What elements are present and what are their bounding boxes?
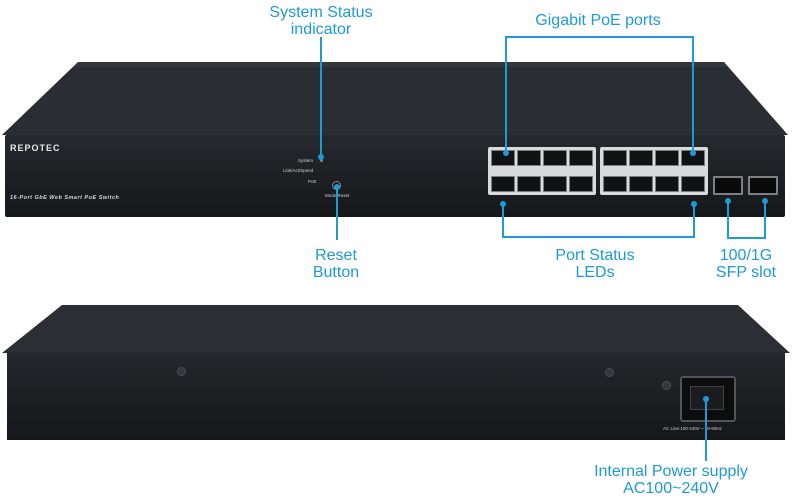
callout-line bbox=[727, 237, 766, 239]
screw-icon bbox=[177, 367, 186, 376]
callout-system-status: System Status indicator bbox=[269, 4, 373, 38]
callout-line bbox=[705, 398, 707, 461]
rear-chassis-top bbox=[2, 305, 790, 353]
callout-line bbox=[502, 203, 504, 238]
callout-dot bbox=[725, 198, 731, 204]
sfp-slot[interactable] bbox=[713, 176, 743, 195]
callout-dot bbox=[334, 184, 340, 190]
screw-icon bbox=[662, 381, 671, 390]
rj45-port[interactable] bbox=[517, 176, 541, 192]
callout-dot bbox=[703, 396, 709, 402]
model-label: 16-Port GbE Web Smart PoE Switch bbox=[10, 195, 120, 201]
callout-dot bbox=[762, 198, 768, 204]
rj45-port[interactable] bbox=[543, 176, 567, 192]
callout-power-supply: Internal Power supply AC100~240V bbox=[594, 463, 748, 497]
callout-dot bbox=[318, 154, 324, 160]
brand-logo: REPOTEC bbox=[10, 143, 61, 153]
rj45-port[interactable] bbox=[655, 150, 679, 166]
rj45-port[interactable] bbox=[603, 150, 627, 166]
rj45-port[interactable] bbox=[629, 150, 653, 166]
rj45-port[interactable] bbox=[517, 150, 541, 166]
callout-dot bbox=[691, 201, 697, 207]
screw-icon bbox=[605, 368, 614, 377]
callout-port-status: Port Status LEDs bbox=[555, 247, 635, 281]
callout-line bbox=[502, 236, 695, 238]
callout-line bbox=[692, 36, 694, 153]
rj45-port[interactable] bbox=[543, 150, 567, 166]
front-chassis-top bbox=[2, 62, 788, 135]
callout-reset-button: Reset Button bbox=[312, 247, 360, 281]
rj45-port[interactable] bbox=[491, 176, 515, 192]
link-led-label: Link/Act/Speed bbox=[283, 168, 314, 173]
callout-line bbox=[505, 36, 694, 38]
callout-line bbox=[764, 200, 766, 239]
rj45-port[interactable] bbox=[569, 176, 593, 192]
rj45-port[interactable] bbox=[629, 176, 653, 192]
callout-dot bbox=[503, 150, 509, 156]
callout-dot bbox=[500, 201, 506, 207]
system-led bbox=[320, 159, 323, 162]
callout-sfp-slot: 100/1G SFP slot bbox=[715, 247, 777, 281]
rj45-port[interactable] bbox=[569, 150, 593, 166]
callout-line bbox=[727, 200, 729, 239]
callout-line bbox=[693, 203, 695, 238]
poe-led-label: PoE bbox=[308, 179, 317, 184]
callout-line bbox=[320, 37, 322, 156]
system-led-label: System bbox=[298, 158, 314, 163]
sfp-slot[interactable] bbox=[748, 176, 778, 195]
ac-line-label: AC Line:100-240V ~ 50-60Hz bbox=[663, 426, 722, 431]
callout-line bbox=[505, 36, 507, 153]
rj45-port[interactable] bbox=[655, 176, 679, 192]
rj45-port[interactable] bbox=[603, 176, 627, 192]
port-block-right bbox=[600, 147, 708, 195]
callout-dot bbox=[690, 150, 696, 156]
callout-line bbox=[336, 187, 338, 240]
callout-gigabit-poe: Gigabit PoE ports bbox=[535, 12, 661, 29]
rear-panel bbox=[7, 352, 785, 440]
rj45-port[interactable] bbox=[681, 176, 705, 192]
